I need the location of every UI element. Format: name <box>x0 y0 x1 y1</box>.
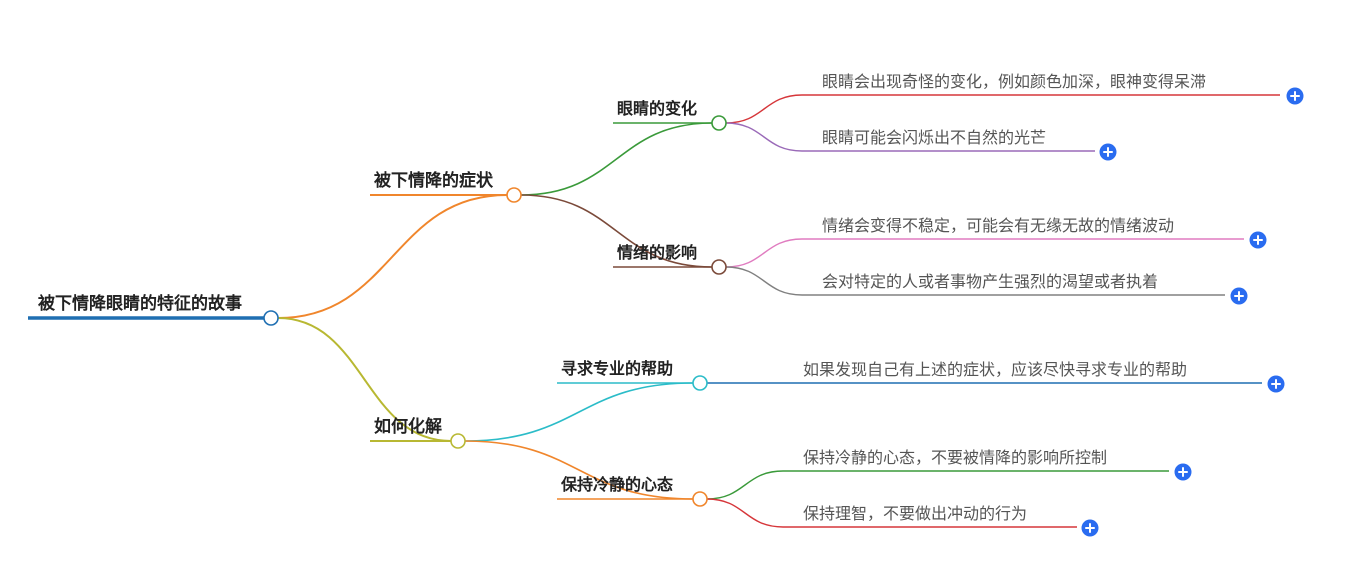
expand-button-0-0-0[interactable] <box>1286 87 1304 105</box>
expand-button-0-1-1[interactable] <box>1230 287 1248 305</box>
expand-button-0-1-0[interactable] <box>1249 231 1267 249</box>
plus-sign <box>1253 235 1263 245</box>
node-circle-topic-0-1 <box>711 259 727 275</box>
topic-emotion-effects-label[interactable]: 情绪的影响 <box>617 243 698 262</box>
expand-button-1-1-1[interactable] <box>1081 519 1099 537</box>
node-circle-root <box>263 310 279 326</box>
expand-button-1-0-0[interactable] <box>1267 375 1285 393</box>
root-node-label[interactable]: 被下情降眼睛的特征的故事 <box>38 294 242 314</box>
node-circle-topic-1-1 <box>692 491 708 507</box>
leaf-stay-calm-1[interactable]: 保持冷静的心态，不要被情降的影响所控制 <box>803 448 1108 467</box>
edge-branch-1-topic-1 <box>464 440 694 500</box>
mindmap-edges <box>277 94 803 528</box>
edge-root-branch-0 <box>277 194 508 319</box>
mindmap-node-circles <box>263 115 727 507</box>
node-circle-branch-1 <box>450 433 466 449</box>
expand-buttons <box>1081 87 1304 537</box>
expand-button-0-0-1[interactable] <box>1099 143 1117 161</box>
edge-branch-0-topic-0 <box>520 122 713 196</box>
plus-sign <box>1085 523 1095 533</box>
edge-branch-1-topic-0 <box>464 382 694 442</box>
edge-branch-0-topic-1 <box>520 194 713 268</box>
branch-symptoms-label[interactable]: 被下情降的症状 <box>374 171 493 191</box>
edge-topic-0-1-leaf-0 <box>725 238 803 268</box>
node-circle-topic-0-0 <box>711 115 727 131</box>
plus-sign <box>1103 147 1113 157</box>
leaf-seek-help-1[interactable]: 如果发现自己有上述的症状，应该尽快寻求专业的帮助 <box>803 360 1188 379</box>
plus-sign <box>1234 291 1244 301</box>
edge-topic-0-0-leaf-0 <box>725 94 803 124</box>
leaf-eye-changes-1[interactable]: 眼睛会出现奇怪的变化，例如颜色加深，眼神变得呆滞 <box>822 72 1207 91</box>
plus-sign <box>1290 91 1300 101</box>
leaf-emotion-effects-2[interactable]: 会对特定的人或者事物产生强烈的渴望或者执着 <box>822 272 1159 291</box>
leaf-stay-calm-2[interactable]: 保持理智，不要做出冲动的行为 <box>803 504 1028 523</box>
leaf-eye-changes-2[interactable]: 眼睛可能会闪烁出不自然的光芒 <box>822 128 1047 147</box>
plus-sign <box>1178 467 1188 477</box>
edge-topic-0-1-leaf-1 <box>725 266 803 296</box>
node-circle-branch-0 <box>506 187 522 203</box>
mindmap-underlines <box>28 94 1280 528</box>
topic-eye-changes-label[interactable]: 眼睛的变化 <box>617 99 698 118</box>
topic-stay-calm-label[interactable]: 保持冷静的心态 <box>561 475 674 494</box>
branch-resolve-label[interactable]: 如何化解 <box>374 417 442 437</box>
edge-topic-1-1-leaf-1 <box>706 498 784 528</box>
edge-topic-1-1-leaf-0 <box>706 470 784 500</box>
edge-topic-0-0-leaf-1 <box>725 122 803 152</box>
edge-root-branch-1 <box>277 317 452 442</box>
leaf-emotion-effects-1[interactable]: 情绪会变得不稳定，可能会有无缘无故的情绪波动 <box>822 216 1175 235</box>
topic-seek-help-label[interactable]: 寻求专业的帮助 <box>561 359 674 378</box>
expand-button-1-1-0[interactable] <box>1174 463 1192 481</box>
node-circle-topic-1-0 <box>692 375 708 391</box>
plus-sign <box>1271 379 1281 389</box>
